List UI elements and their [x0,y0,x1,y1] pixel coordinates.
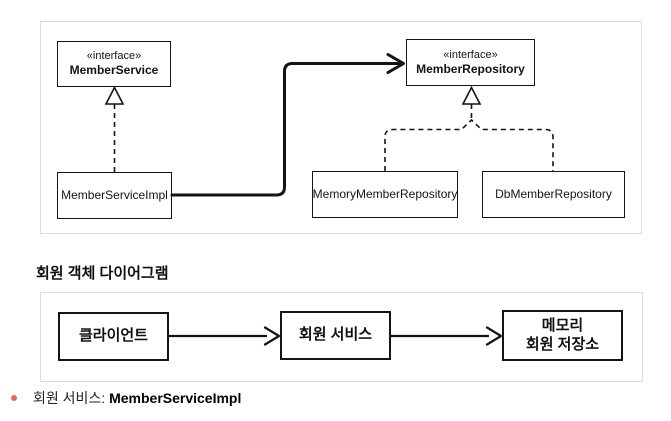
bullet-dot [11,395,17,401]
section-heading: 회원 객체 다이어그램 [36,265,169,282]
uml-box-memory-member-repository: MemoryMemberRepository [312,171,458,218]
object-box-client: 클라이언트 [58,312,169,361]
uml-box-member-service-impl: MemberServiceImpl [57,172,172,219]
uml-box-member-repository: «interface» MemberRepository [406,39,535,86]
member-service-stereotype: «interface» [86,50,142,63]
memory-store-label-line1: 메모리 [541,316,584,334]
member-repository-name: MemberRepository [416,61,525,76]
memory-store-label-line2: 회원 저장소 [525,335,600,353]
member-service-name: MemberService [69,63,159,78]
member-service-impl-name: MemberServiceImpl [61,187,168,202]
bullet-note: 회원 서비스: MemberServiceImpl [33,388,241,408]
member-service-label: 회원 서비스 [298,326,373,344]
bullet-note-prefix: 회원 서비스: [33,390,110,406]
client-label: 클라이언트 [78,327,148,345]
uml-box-member-service: «interface» MemberService [57,41,171,87]
bullet-note-strong: MemberServiceImpl [109,390,242,406]
member-repository-stereotype: «interface» [443,48,498,61]
uml-box-db-member-repository: DbMemberRepository [482,171,625,218]
object-box-memory-member-store: 메모리 회원 저장소 [502,310,623,361]
memory-member-repository-name: MemoryMemberRepository [312,186,458,201]
object-box-member-service: 회원 서비스 [280,311,391,360]
db-member-repository-name: DbMemberRepository [495,186,612,201]
